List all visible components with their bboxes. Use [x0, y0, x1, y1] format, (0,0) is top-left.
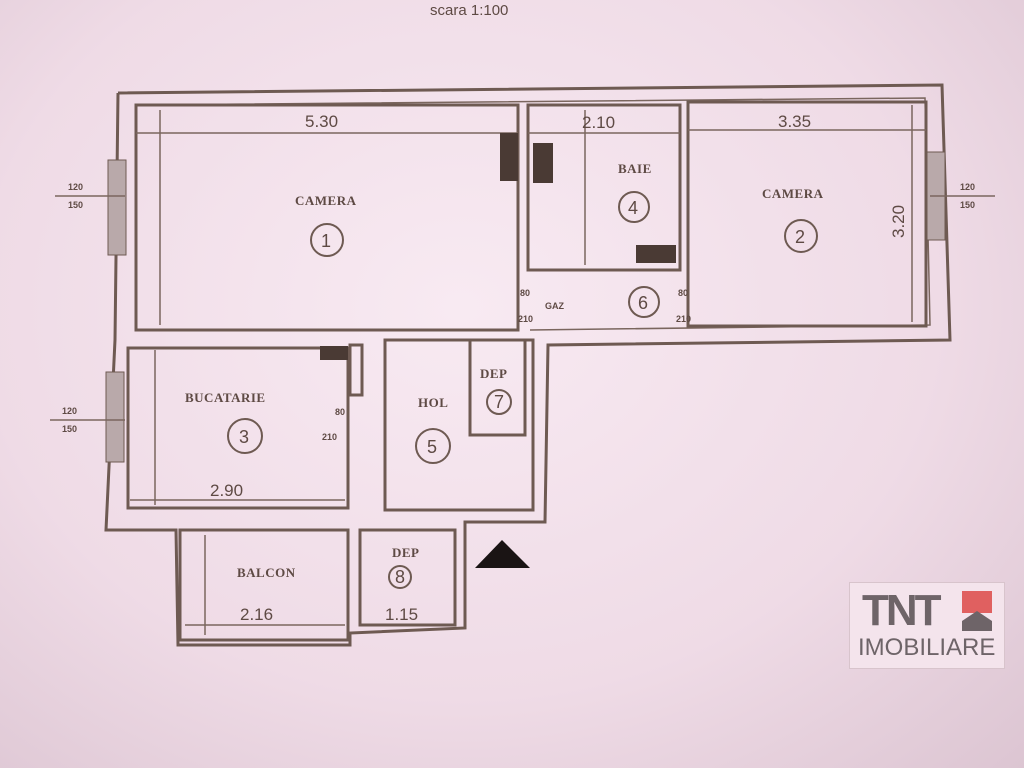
room-number-6: 6	[638, 293, 648, 313]
hol-walls	[383, 338, 535, 512]
duct-block	[320, 346, 348, 360]
window-width: 120	[62, 406, 77, 416]
outer-wall	[104, 83, 952, 647]
room-number-2: 2	[795, 227, 805, 247]
room-number-3: 3	[239, 427, 249, 447]
room-number-circle	[628, 286, 660, 318]
room-name-bucatarie: BUCATARIE	[185, 390, 266, 405]
room-name-hol: HOL	[418, 395, 448, 410]
room-number-1: 1	[321, 231, 331, 251]
dim-camera-1-width: 5.30	[305, 112, 338, 131]
window-height: 150	[68, 200, 83, 210]
dim-baie-width: 2.10	[582, 113, 615, 132]
room-number-circle	[310, 223, 344, 257]
window-height: 150	[62, 424, 77, 434]
duct-block	[533, 143, 553, 183]
window-height: 150	[960, 200, 975, 210]
room-name-camera-1: CAMERA	[295, 193, 357, 208]
door-width: 80	[678, 288, 688, 298]
logo-subtitle: IMOBILIARE	[858, 634, 996, 661]
duct-block	[500, 133, 518, 181]
baie-walls	[526, 103, 682, 272]
room-number-circle	[415, 428, 451, 464]
scale-label: scara 1:100	[430, 2, 509, 19]
door-width: 80	[335, 407, 345, 417]
window-left-top	[107, 159, 127, 256]
room-name-dep-7: DEP	[480, 366, 508, 381]
dep-8-walls	[358, 528, 457, 627]
door-height: 210	[676, 314, 691, 324]
room-name-baie: BAIE	[618, 161, 652, 176]
room-name-camera-2: CAMERA	[762, 186, 824, 201]
camera-2-walls	[686, 100, 928, 328]
room-number-8: 8	[395, 567, 405, 587]
room-number-circle	[486, 389, 512, 415]
room-name-balcon: BALCON	[237, 565, 296, 580]
camera-1-walls	[134, 103, 520, 332]
room-number-circle	[227, 418, 263, 454]
dim-camera-2-width: 3.35	[778, 112, 811, 131]
room-name-dep-8: DEP	[392, 545, 420, 560]
dim-camera-2-height: 3.20	[889, 205, 908, 238]
dep-7-walls	[468, 338, 527, 437]
gas-label: GAZ	[545, 301, 565, 311]
tnt-imobiliare-logo: TNT IMOBILIARE	[849, 582, 1005, 669]
door-width: 80	[520, 288, 530, 298]
room-number-7: 7	[494, 392, 504, 412]
window-width: 120	[960, 182, 975, 192]
dim-balcon-width: 2.16	[240, 605, 273, 624]
dim-bucatarie-width: 2.90	[210, 481, 243, 500]
dim-dep-8-width: 1.15	[385, 605, 418, 624]
window-width: 120	[68, 182, 83, 192]
logo-brand: TNT	[862, 586, 942, 635]
bucatarie-walls	[126, 346, 350, 510]
room-number-circle	[388, 565, 412, 589]
duct-block	[636, 245, 676, 263]
kitchen-partition	[348, 343, 364, 397]
room-number-4: 4	[628, 198, 638, 218]
door-height: 210	[518, 314, 533, 324]
room-number-5: 5	[427, 437, 437, 457]
house-icon	[962, 591, 992, 631]
window-left-bottom	[105, 371, 125, 463]
balcon-walls	[178, 528, 350, 642]
room-number-circle	[784, 219, 818, 253]
room-number-circle	[618, 191, 650, 223]
door-height: 210	[322, 432, 337, 442]
entrance-arrow-icon	[475, 540, 530, 568]
